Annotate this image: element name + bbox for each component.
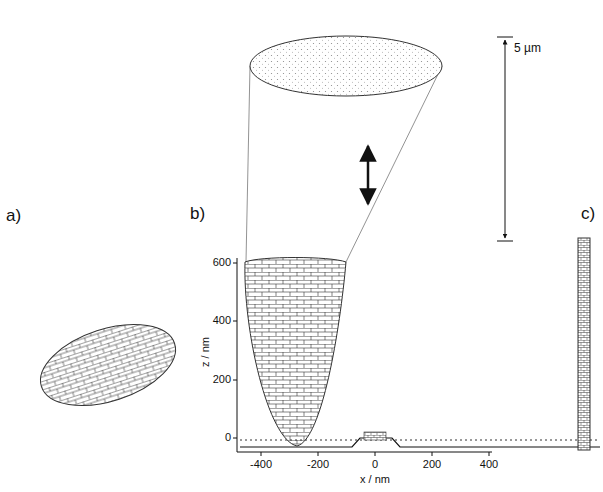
panel-label: a): [6, 207, 21, 226]
axis-line: [237, 258, 492, 452]
tick-label: 0: [225, 431, 231, 443]
tick-label: -200: [307, 458, 329, 470]
sample-object: [364, 432, 386, 440]
tick-label: 400: [480, 458, 498, 470]
motion-arrow: [367, 146, 370, 204]
probe-particle: [245, 258, 346, 447]
axis-title: x / nm: [360, 473, 390, 485]
panel-label: b): [190, 205, 205, 224]
cone-edge: [246, 66, 250, 262]
tick-label: 200: [423, 458, 441, 470]
sample-surface: [240, 438, 600, 447]
axis-tick: [261, 452, 489, 456]
tick-label: 0: [372, 458, 378, 470]
tick-label: 600: [213, 256, 231, 268]
dimension-tick: [497, 37, 513, 38]
tick-label: 200: [213, 373, 231, 385]
tick-label: 400: [213, 314, 231, 326]
panel-label: c): [581, 205, 595, 224]
tick-label: -400: [250, 458, 272, 470]
dimension-label: 5 µm: [514, 42, 541, 55]
column-particle: [578, 238, 590, 450]
focal-ellipse: [250, 36, 442, 96]
axis-title: z / nm: [199, 337, 211, 367]
dimension-tick: [497, 241, 513, 242]
axis-tick: [233, 263, 237, 438]
dimension-line: [505, 40, 506, 238]
particle-a: [30, 309, 185, 421]
reference-line: [240, 440, 600, 441]
